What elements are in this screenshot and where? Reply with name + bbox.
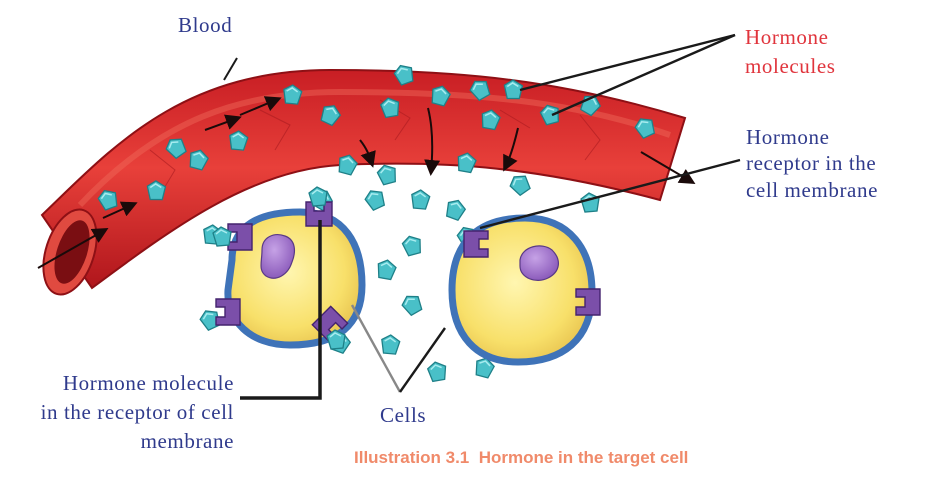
- flow-arrows: [37, 96, 696, 269]
- caption-number: Illustration 3.1: [354, 448, 470, 467]
- cell-left: [212, 186, 366, 350]
- label-cells: Cells: [380, 403, 427, 427]
- blood-vessel: [40, 68, 687, 296]
- label-hormone-molecules-line2: molecules: [745, 54, 836, 78]
- cell-right: [448, 214, 601, 366]
- figure-caption: Illustration 3.1 Hormone in the target c…: [354, 448, 688, 468]
- label-receptor-line1: Hormone: [746, 125, 830, 149]
- caption-text: Hormone in the target cell: [478, 448, 689, 467]
- label-molecule-in-receptor-line3: membrane: [140, 429, 234, 453]
- leader-lines: [223, 33, 741, 400]
- label-blood: Blood: [178, 13, 233, 37]
- label-receptor-line3: cell membrane: [746, 178, 878, 202]
- label-receptor-line2: receptor in the: [746, 151, 877, 175]
- label-molecule-in-receptor-line2: in the receptor of cell: [40, 400, 234, 424]
- label-hormone-molecules-line1: Hormone: [745, 25, 829, 49]
- label-molecule-in-receptor-line1: Hormone molecule: [62, 371, 234, 395]
